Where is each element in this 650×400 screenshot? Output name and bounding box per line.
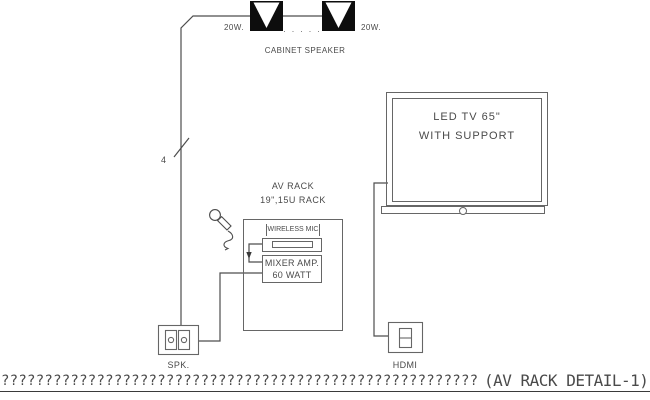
- tv-label: LED TV 65" WITH SUPPORT: [392, 108, 542, 146]
- rack-title-line1: AV RACK: [271, 181, 315, 191]
- mixer-amp-unit: [262, 255, 322, 283]
- footer-garbled-text: ????????????????????????????????????????…: [1, 373, 479, 389]
- mixer-to-spk-wire: [199, 272, 262, 342]
- rack-title-line2: 19",15U RACK: [260, 195, 326, 205]
- conductor-tick: [173, 137, 190, 158]
- tv-label-line2: WITH SUPPORT: [418, 130, 516, 142]
- tv-screen: [392, 98, 542, 202]
- speaker-continuation-dots: . . . . .: [283, 25, 322, 34]
- rack-enclosure: [243, 219, 343, 331]
- hdmi-outlet-icon: [387, 321, 424, 354]
- cabinet-speaker-left-icon: [250, 1, 283, 31]
- spk-outlet-icon: [157, 324, 200, 356]
- mixer-amp-label-line2: 60 WATT: [272, 270, 312, 280]
- spk-outlet-label: SPK.: [167, 360, 190, 370]
- footer-underline: [0, 391, 650, 392]
- cabinet-speaker-right-icon: [322, 1, 355, 31]
- right-speaker-wattage: 20W.: [361, 23, 381, 32]
- tv-power-indicator-icon: [459, 207, 467, 215]
- microphone-icon: [209, 209, 234, 251]
- tv-label-line1: LED TV 65": [433, 111, 501, 123]
- speaker-feed-wire: [180, 15, 250, 325]
- arrowhead-down-icon: [246, 252, 252, 259]
- footer-detail-title: (AV RACK DETAIL-1): [484, 371, 649, 390]
- conductor-count-label: 4: [161, 155, 167, 165]
- cabinet-speaker-caption: CABINET SPEAKER: [264, 46, 346, 55]
- tv-outer-frame: [386, 92, 548, 206]
- receiver-display-slot: [272, 241, 313, 248]
- left-speaker-wattage: 20W.: [224, 23, 244, 32]
- rack-title: AV RACK 19",15U RACK: [240, 179, 346, 207]
- tv-to-hdmi-wire: [373, 182, 388, 337]
- mixer-amp-label: MIXER AMP. 60 WATT: [262, 257, 322, 281]
- wireless-mic-label: WIRELESS MIC: [266, 224, 320, 236]
- mixer-amp-label-line1: MIXER AMP.: [264, 258, 320, 268]
- hdmi-outlet-label: HDMI: [392, 360, 418, 370]
